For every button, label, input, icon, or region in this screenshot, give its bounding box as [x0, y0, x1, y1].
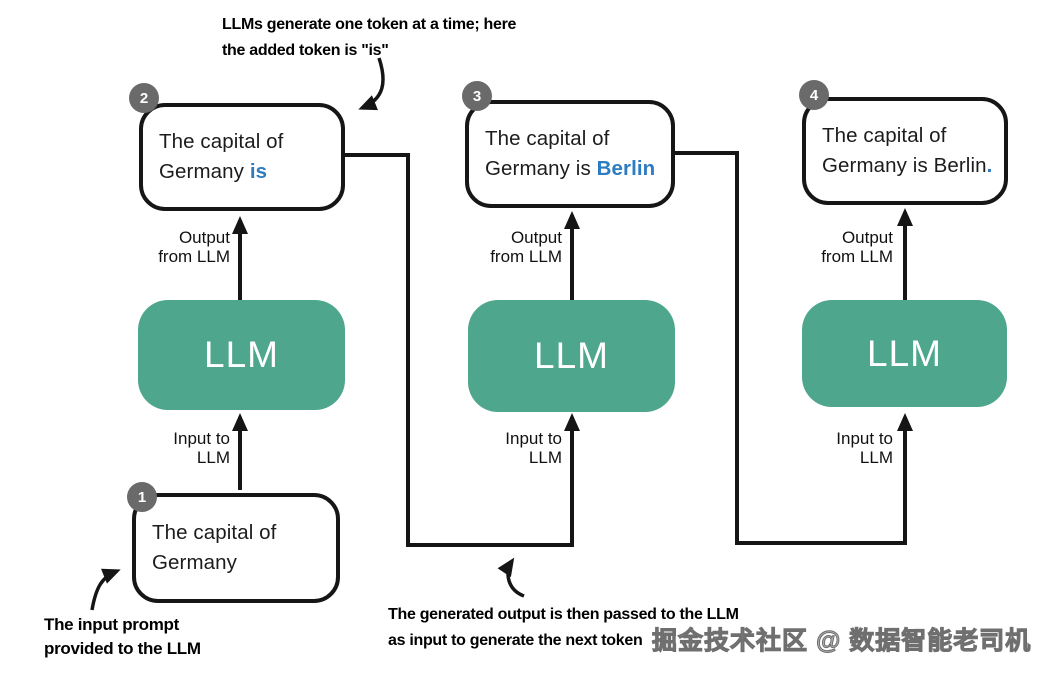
step1-badge: 1 [127, 482, 157, 512]
step2-text-bubble: The capital of Germany is [139, 103, 345, 211]
step3-new-token: Berlin [596, 157, 656, 180]
step2-line2: Germany is [159, 157, 341, 187]
step1-line2: Germany [152, 548, 336, 578]
input-label-2: Input to LLM [474, 429, 562, 467]
llm-block-3: LLM [802, 300, 1007, 407]
annotation-arrow-top [358, 57, 385, 111]
annotation-generated-output: The generated output is then passed to t… [388, 602, 739, 654]
step3-line1: The capital of [485, 127, 610, 150]
annotation-input-prompt-line1: The input prompt [44, 615, 179, 634]
step1-line2-prefix: Germany [152, 551, 238, 574]
output-label-1-line1: Output [178, 228, 230, 247]
step1-text-bubble: The capital of Germany [132, 493, 340, 603]
step3-line2: Germany is Berlin [485, 154, 671, 184]
annotation-input-prompt: The input prompt provided to the LLM [44, 613, 201, 661]
output-label-2-line2: from LLM [490, 246, 562, 266]
step4-line2: Germany is Berlin. [822, 151, 1004, 181]
step4-badge: 4 [799, 80, 829, 110]
input-label-1-line1: Input to [173, 429, 230, 448]
watermark-text: 掘金技术社区 @ 数据智能老司机 [651, 627, 1032, 656]
step2-line2-prefix: Germany [159, 160, 250, 183]
annotation-top-line1: LLMs generate one token at a time; here [222, 16, 517, 33]
step4-line1: The capital of [822, 124, 947, 147]
annotation-top: LLMs generate one token at a time; here … [222, 12, 516, 64]
output-label-2: Output from LLM [474, 228, 562, 266]
step2-new-token: is [249, 160, 268, 183]
output-label-3-line1: Output [841, 228, 893, 247]
output-label-1: Output from LLM [142, 228, 230, 266]
llm-block-1: LLM [138, 300, 345, 410]
annotation-input-prompt-line2: provided to the LLM [44, 639, 201, 658]
input-label-3-line2: LLM [859, 447, 893, 467]
step3-badge: 3 [462, 81, 492, 111]
llm-block-2: LLM [468, 300, 675, 412]
step4-text-bubble: The capital of Germany is Berlin. [802, 97, 1008, 205]
output-label-3: Output from LLM [805, 228, 893, 266]
input-label-3: Input to LLM [805, 429, 893, 467]
step2-line1: The capital of [159, 130, 284, 153]
annotation-arrow-generated-output [497, 557, 525, 598]
step3-text-bubble: The capital of Germany is Berlin [465, 100, 675, 208]
input-label-1: Input to LLM [142, 429, 230, 467]
input-label-2-line2: LLM [528, 447, 562, 467]
step3-line2-prefix: Germany is [485, 157, 597, 180]
input-label-3-line1: Input to [836, 429, 893, 448]
output-label-1-line2: from LLM [158, 246, 230, 266]
output-label-3-line2: from LLM [821, 246, 893, 266]
annotation-arrow-input-prompt [90, 568, 121, 611]
step4-new-token: . [986, 154, 993, 177]
step1-line1: The capital of [152, 521, 277, 544]
step4-line2-prefix: Germany is Berlin [822, 154, 987, 177]
annotation-generated-output-line1: The generated output is then passed to t… [388, 606, 739, 623]
output-label-2-line1: Output [510, 228, 562, 247]
feedback-wire-step3-to-llm3 [675, 151, 913, 545]
input-label-2-line1: Input to [505, 429, 562, 448]
feedback-wire-step2-to-llm2 [345, 153, 580, 547]
input-label-1-line2: LLM [196, 447, 230, 467]
annotation-generated-output-line2: as input to generate the next token [388, 632, 643, 649]
step2-badge: 2 [129, 83, 159, 113]
annotation-top-line2: the added token is "is" [222, 42, 389, 59]
